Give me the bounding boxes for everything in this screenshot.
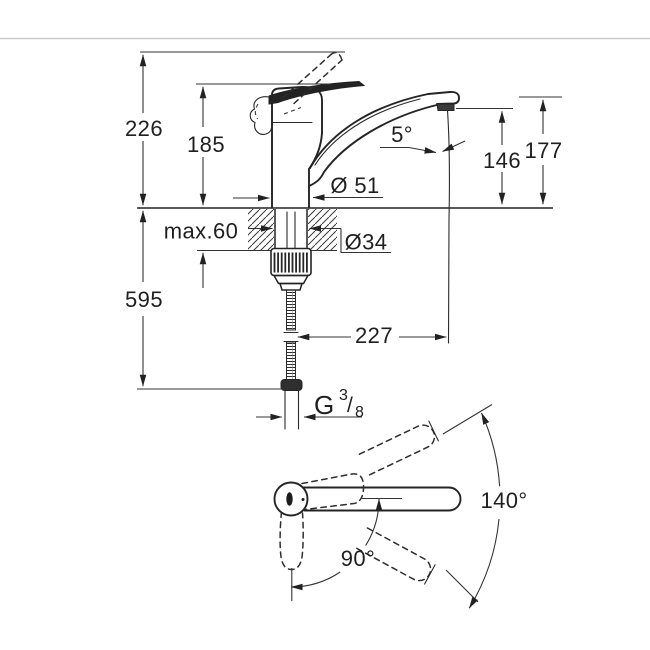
spout: [308, 91, 460, 344]
dim-label-handle-swing: 90°: [341, 546, 375, 571]
faucet-body: [271, 86, 323, 208]
lever-raised-dashed: [282, 51, 343, 105]
dim-label-spout-angle: 5°: [391, 122, 413, 147]
dim-label-shank-diameter: Ø34: [345, 230, 388, 255]
dim-label-under-counter: 595: [125, 287, 163, 312]
thread-tube: [284, 389, 300, 430]
side-view-dimensions: [137, 51, 562, 421]
handle-down-position-dashed: [279, 511, 304, 571]
water-stream-line: [446, 109, 451, 344]
handle-angle-dimension: [290, 497, 402, 601]
mounting-shank: [274, 209, 308, 250]
dim-label-thread-size: G 3 / 8: [314, 380, 364, 421]
dim-label-hose-reach: 227: [355, 323, 393, 348]
dim-label-mounting-thickness: max.60: [164, 219, 239, 244]
spout-swivel-down-position: [355, 527, 436, 585]
swivel-angle-dimension: [442, 404, 501, 609]
faucet-top-view: [273, 404, 501, 609]
counter-hatch-right: [308, 209, 337, 250]
pivot-dot: [301, 498, 305, 501]
spout-swivel-up-position: [358, 420, 439, 476]
dim-label-lever-height: 185: [187, 132, 225, 157]
faucet-side-view: [137, 51, 553, 430]
lever-nose: [249, 96, 273, 135]
flex-hose: [280, 289, 303, 430]
handle-top-view-dashed: [301, 473, 365, 511]
aerator: [436, 103, 455, 111]
hose-end-fitting: [280, 379, 303, 391]
dim-label-spout-height: 177: [525, 138, 563, 163]
lever-hidden-edge: [283, 106, 302, 115]
lever-handle: [268, 80, 366, 105]
counter-hatch-left: [248, 209, 274, 250]
dim-label-base-diameter: Ø 51: [330, 173, 379, 198]
dim-label-outlet-height: 146: [483, 148, 521, 173]
mounting-nut: [270, 247, 312, 291]
dim-label-spout-swivel: 140°: [480, 488, 527, 513]
dim-label-overall-height: 226: [125, 116, 163, 141]
cartridge-slot: [286, 492, 293, 506]
lever-pivot-hidden-line: [254, 103, 259, 120]
